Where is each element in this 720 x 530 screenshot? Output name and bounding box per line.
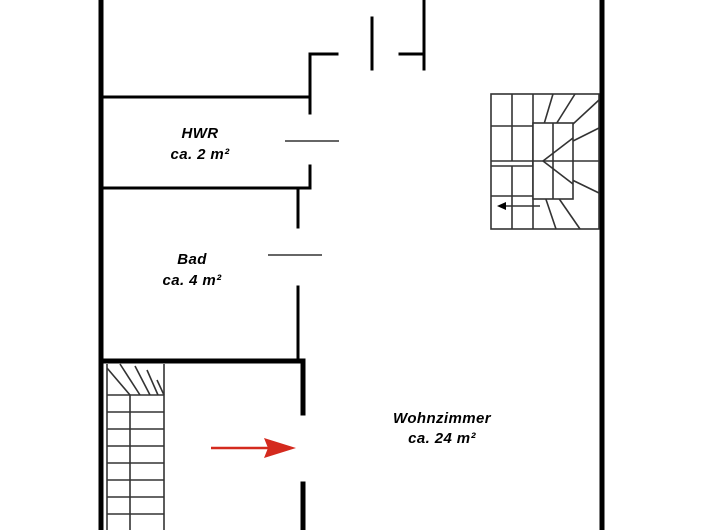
- doors: [268, 140, 339, 256]
- staircase-right: [490, 93, 600, 230]
- room-area-wohnzimmer: ca. 24 m²: [408, 430, 476, 447]
- room-name-hwr: HWR: [181, 125, 218, 142]
- room-area-bad: ca. 4 m²: [162, 272, 222, 289]
- outer-walls: [98, 0, 605, 530]
- room-area-hwr: ca. 2 m²: [170, 146, 230, 163]
- entry-arrow: [211, 438, 296, 458]
- staircase-left: [106, 363, 165, 530]
- interior-walls: [99, 0, 426, 363]
- stair-arrow-head: [497, 202, 506, 210]
- room-name-wohnzimmer: Wohnzimmer: [393, 410, 492, 427]
- room-name-bad: Bad: [177, 251, 207, 268]
